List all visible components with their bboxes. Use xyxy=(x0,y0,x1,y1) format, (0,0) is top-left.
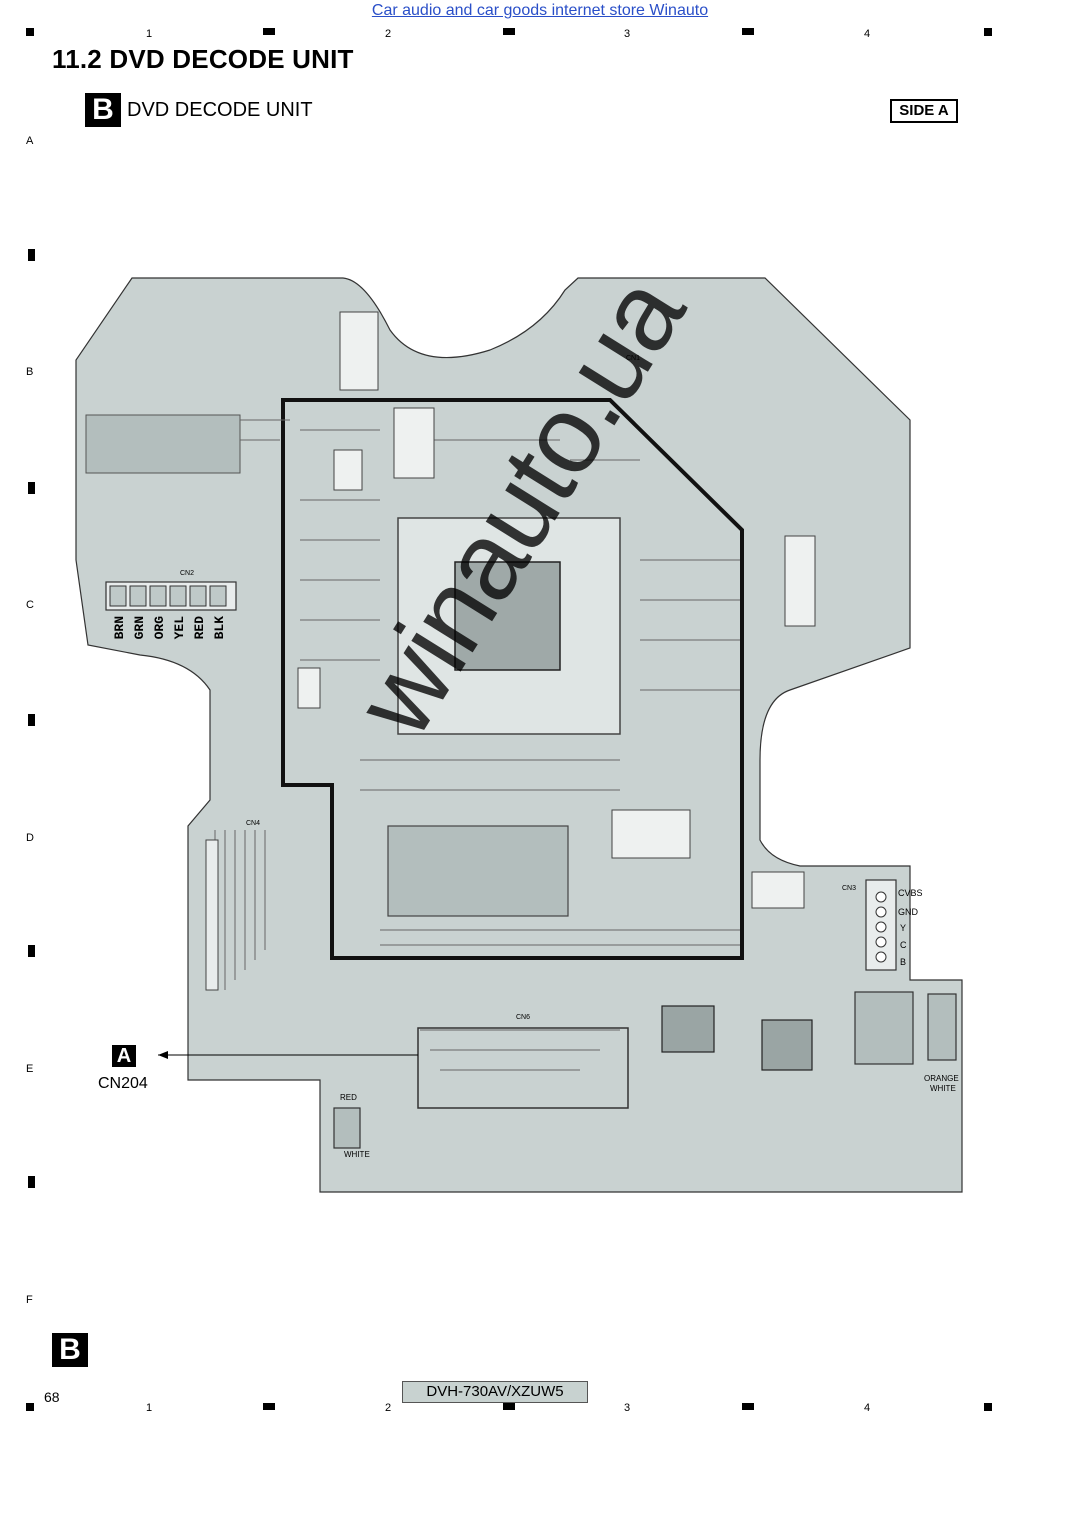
grid-dash xyxy=(742,28,754,35)
row-letter: E xyxy=(26,1063,34,1075)
row-letter: D xyxy=(26,832,34,844)
column-number: 2 xyxy=(385,1402,392,1414)
u10-block xyxy=(854,991,914,1065)
cn7-label: RED xyxy=(340,1093,357,1102)
grid-dash xyxy=(503,1403,515,1410)
model-number: DVH-730AV/XZUW5 xyxy=(402,1381,588,1403)
cn7-label: WHITE xyxy=(344,1150,370,1159)
output-pin-label: B xyxy=(900,957,907,967)
wire-color-blk: BLK xyxy=(212,616,227,640)
row-letter: B xyxy=(26,366,34,378)
grid-dash xyxy=(28,945,35,957)
grid-square xyxy=(26,1403,34,1411)
memory-chip-u8 xyxy=(387,825,569,917)
connector-label: CN2 xyxy=(180,570,195,577)
column-number: 4 xyxy=(864,1402,871,1414)
inductor-l9 xyxy=(761,1019,813,1071)
grid-square xyxy=(984,28,992,36)
page-number: 68 xyxy=(44,1389,60,1405)
grid-dash xyxy=(28,249,35,261)
wire-color-grn: GRN xyxy=(132,616,147,640)
unit-title: DVD DECODE UNIT xyxy=(127,99,313,121)
wire-color-org: ORG xyxy=(152,616,167,640)
main-decoder-chip xyxy=(454,561,561,671)
output-pin-label: CVBS xyxy=(898,888,923,898)
board-outline xyxy=(75,277,963,1193)
cn6-connector xyxy=(417,1027,629,1109)
grid-dash xyxy=(28,714,35,726)
output-pin-label: C xyxy=(900,940,907,950)
column-number: 4 xyxy=(864,28,871,40)
cn5-connector xyxy=(927,993,957,1061)
wire-color-yel: YEL xyxy=(172,616,187,640)
column-number: 1 xyxy=(146,1402,153,1414)
row-letter: A xyxy=(26,135,34,147)
side-label: SIDE A xyxy=(890,99,958,123)
unit-badge: B xyxy=(85,93,121,127)
output-pin-label: GND xyxy=(898,907,918,917)
grid-dash xyxy=(263,1403,275,1410)
column-number: 2 xyxy=(385,28,392,40)
grid-square xyxy=(26,28,34,36)
section-title: 11.2 DVD DECODE UNIT xyxy=(52,44,354,74)
connector-label: CN4 xyxy=(246,820,261,827)
column-number: 1 xyxy=(146,28,153,40)
grid-dash xyxy=(28,1176,35,1188)
cn5-label: ORANGE xyxy=(924,1074,959,1083)
wire-color-red: RED xyxy=(192,616,207,640)
inductor-l10 xyxy=(661,1005,715,1053)
grid-dash xyxy=(28,482,35,494)
row-letter: C xyxy=(26,599,34,611)
connector-label: CN204 xyxy=(98,1075,148,1092)
connector-label: CN3 xyxy=(842,885,857,892)
footer-badge: B xyxy=(52,1333,88,1367)
row-letter: F xyxy=(26,1294,33,1306)
traces xyxy=(214,419,740,1071)
column-number: 3 xyxy=(624,1402,631,1414)
grid-square xyxy=(984,1403,992,1411)
cn7-connector xyxy=(333,1107,361,1149)
grid-dash xyxy=(503,28,515,35)
wire-color-brn: BRN xyxy=(112,616,127,640)
column-number: 3 xyxy=(624,28,631,40)
store-link[interactable]: Car audio and car goods internet store W… xyxy=(371,2,709,19)
decoder-block-outline xyxy=(281,398,744,960)
grid-dash xyxy=(263,28,275,35)
connector-label: CN1 xyxy=(626,355,641,362)
cn4-connector xyxy=(205,839,219,991)
board-region xyxy=(85,414,241,474)
grid-dash xyxy=(742,1403,754,1410)
output-pin-label: Y xyxy=(900,923,907,933)
cn5-label: WHITE xyxy=(930,1084,956,1093)
connector-label: CN6 xyxy=(516,1014,531,1021)
connector-badge: A xyxy=(112,1045,136,1067)
